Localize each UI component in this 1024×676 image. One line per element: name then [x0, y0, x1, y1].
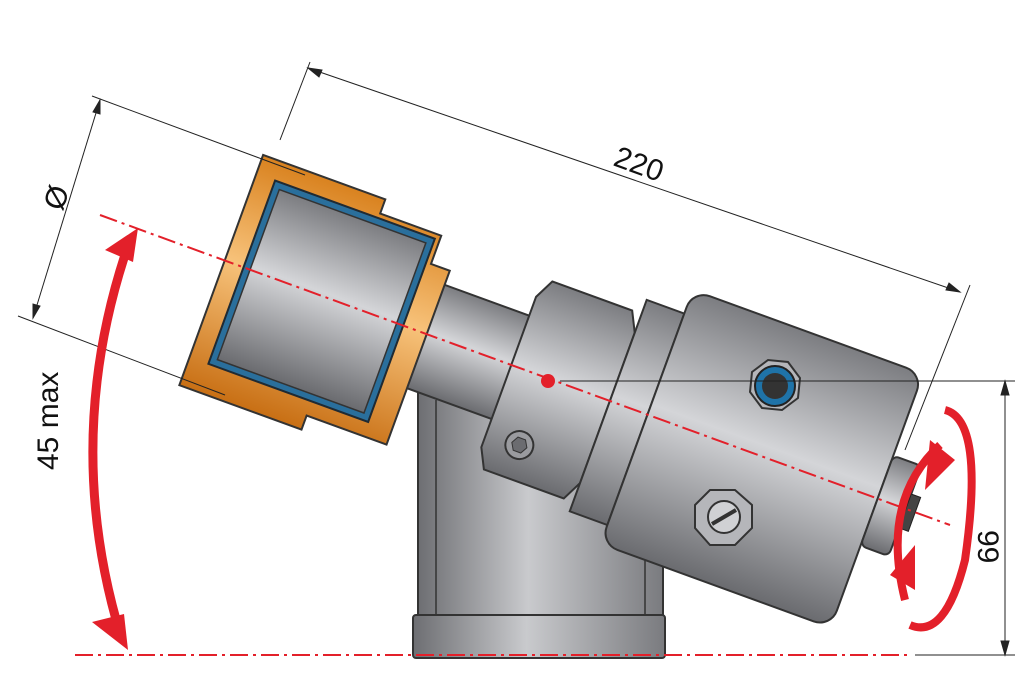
- dimension-diameter: [17, 95, 306, 396]
- port-screw: [694, 489, 753, 546]
- base-plate: [412, 614, 666, 659]
- rotation-arrow: [890, 406, 976, 632]
- label-length: 220: [610, 141, 668, 189]
- label-height: 99: [971, 530, 1004, 563]
- inner-bore: [216, 188, 427, 414]
- dimension-99: [560, 379, 1015, 657]
- label-tilt: 45 max: [32, 372, 65, 470]
- tilt-arrow: [88, 228, 138, 650]
- pivot-point: [541, 374, 555, 388]
- head-assembly: [178, 153, 922, 624]
- dimension-220: [279, 61, 971, 451]
- port-blue: [748, 358, 802, 412]
- center-axis: [99, 214, 951, 526]
- label-diameter: Ø: [38, 181, 77, 214]
